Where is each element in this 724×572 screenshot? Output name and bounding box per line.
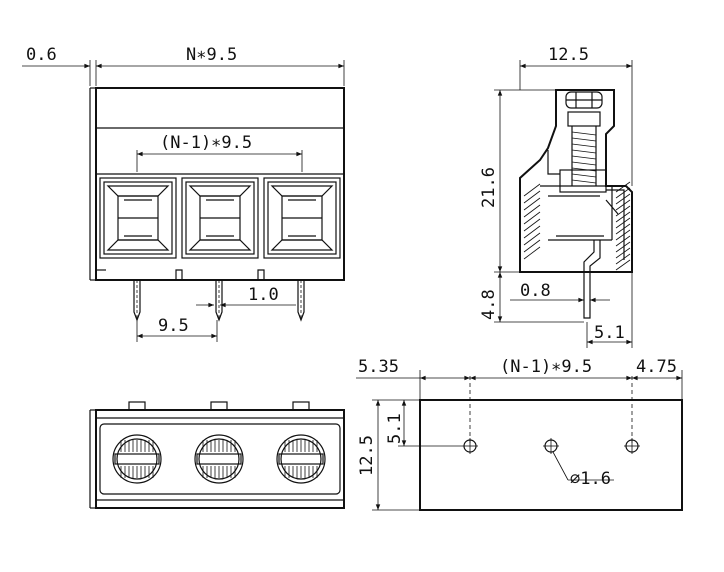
- terminal-cell: [175, 177, 259, 280]
- screw-head: [276, 434, 326, 484]
- dim-pin-width: 1.0: [196, 285, 296, 308]
- footprint-pitch-span-label: (N-1)∗9.5: [500, 357, 592, 377]
- dim-footprint-depth: 12.5: [357, 399, 420, 511]
- terminal-pin: [133, 280, 141, 322]
- side-view: [519, 89, 633, 319]
- pcb-footprint: [419, 376, 683, 511]
- front-total-width-label: N∗9.5: [186, 45, 237, 65]
- top-tab: [292, 401, 310, 411]
- dim-side-pin-thickness: 0.8: [510, 281, 610, 303]
- terminal-cell: [257, 177, 341, 280]
- side-pin-length-label: 4.8: [479, 289, 499, 320]
- terminal-pin: [297, 280, 305, 322]
- dim-front-pitch-span: (N-1)∗9.5: [136, 133, 303, 172]
- front-offset-label: 0.6: [26, 45, 57, 65]
- pin-width-label: 1.0: [248, 285, 279, 305]
- dim-side-pin-length: 4.8: [479, 271, 584, 323]
- pin-pitch-label: 9.5: [158, 316, 189, 336]
- side-pin-thickness-label: 0.8: [520, 281, 551, 301]
- dim-side-pin-offset: 5.1: [586, 272, 633, 348]
- dim-side-height: 21.6: [479, 89, 556, 273]
- terminal-pin: [215, 280, 223, 322]
- footprint-right-label: 4.75: [636, 357, 677, 377]
- screw-head: [112, 434, 162, 484]
- front-view: [89, 87, 345, 322]
- dim-footprint-top: 5.35 (N-1)∗9.5 4.75: [356, 357, 683, 400]
- terminal-cell: [99, 177, 177, 259]
- hole-diameter-label: ∅1.6: [570, 469, 611, 489]
- dim-front-top: 0.6 N∗9.5: [22, 45, 345, 86]
- dim-side-width: 12.5: [519, 45, 633, 186]
- front-pitch-span-label: (N-1)∗9.5: [160, 133, 252, 153]
- footprint-depth-label: 12.5: [357, 435, 377, 476]
- pcb-hole: [462, 438, 478, 454]
- side-width-label: 12.5: [548, 45, 589, 65]
- pcb-hole: [624, 438, 640, 454]
- top-view: [89, 401, 345, 509]
- screw-head: [194, 434, 244, 484]
- footprint-left-label: 5.35: [358, 357, 399, 377]
- top-tab: [128, 401, 146, 411]
- side-pin-offset-label: 5.1: [594, 323, 625, 343]
- dim-hole-diameter: ∅1.6: [552, 451, 614, 489]
- dim-footprint-row-offset: 5.1: [385, 399, 462, 447]
- dim-pin-pitch: 9.5: [136, 316, 218, 342]
- pcb-hole: [543, 438, 559, 454]
- top-tab: [210, 401, 228, 411]
- side-height-label: 21.6: [479, 167, 499, 208]
- footprint-row-offset-label: 5.1: [385, 413, 405, 444]
